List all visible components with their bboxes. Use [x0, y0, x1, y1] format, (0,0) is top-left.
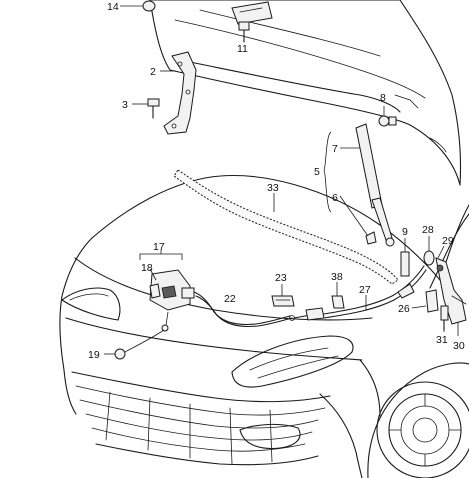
part-14-clip [120, 0, 156, 12]
part-28-grommet [423, 236, 435, 266]
callout-14: 14 [107, 1, 119, 13]
callout-2: 2 [150, 66, 156, 78]
part-17-latch-unit [139, 250, 195, 332]
callout-9: 9 [402, 226, 408, 238]
part-2-bracket [160, 51, 197, 135]
part-11-bolt [238, 21, 250, 43]
callout-22: 22 [224, 293, 236, 305]
callout-labels: 14 11 2 3 8 7 5 6 33 9 28 29 17 18 23 38… [88, 1, 465, 361]
part-7-gas-strut [323, 123, 395, 247]
callout-18: 18 [141, 262, 153, 274]
hood-panel [149, 0, 462, 186]
callout-7: 7 [332, 143, 338, 155]
car-body-outline [59, 175, 469, 478]
callout-17: 17 [153, 241, 165, 253]
callout-11: 11 [237, 43, 248, 55]
callout-38: 38 [331, 271, 343, 283]
part-27-bowden-cable [323, 265, 427, 319]
callout-28: 28 [422, 224, 434, 236]
callout-6: 6 [332, 192, 338, 204]
part-38-clip [331, 282, 345, 309]
part-6-strut-clip [365, 231, 377, 245]
callout-26: 26 [398, 303, 410, 315]
callout-33: 33 [267, 182, 279, 194]
part-8-ball-stud [378, 106, 397, 127]
callout-29: 29 [442, 235, 454, 247]
callout-5: 5 [314, 166, 320, 178]
part-23-cable-clip [271, 284, 295, 307]
callout-3: 3 [122, 99, 128, 111]
part-33-seal-strip [173, 169, 399, 285]
part-3-bolt [132, 98, 160, 119]
callout-19: 19 [88, 349, 100, 361]
callout-30: 30 [453, 340, 465, 352]
callout-23: 23 [275, 272, 287, 284]
callout-31: 31 [436, 334, 448, 346]
callout-8: 8 [380, 92, 386, 104]
callout-27: 27 [359, 284, 371, 296]
part-9-lock-guide [400, 238, 410, 277]
latch-assembly-right [411, 245, 467, 336]
part-19-clip [104, 329, 165, 360]
